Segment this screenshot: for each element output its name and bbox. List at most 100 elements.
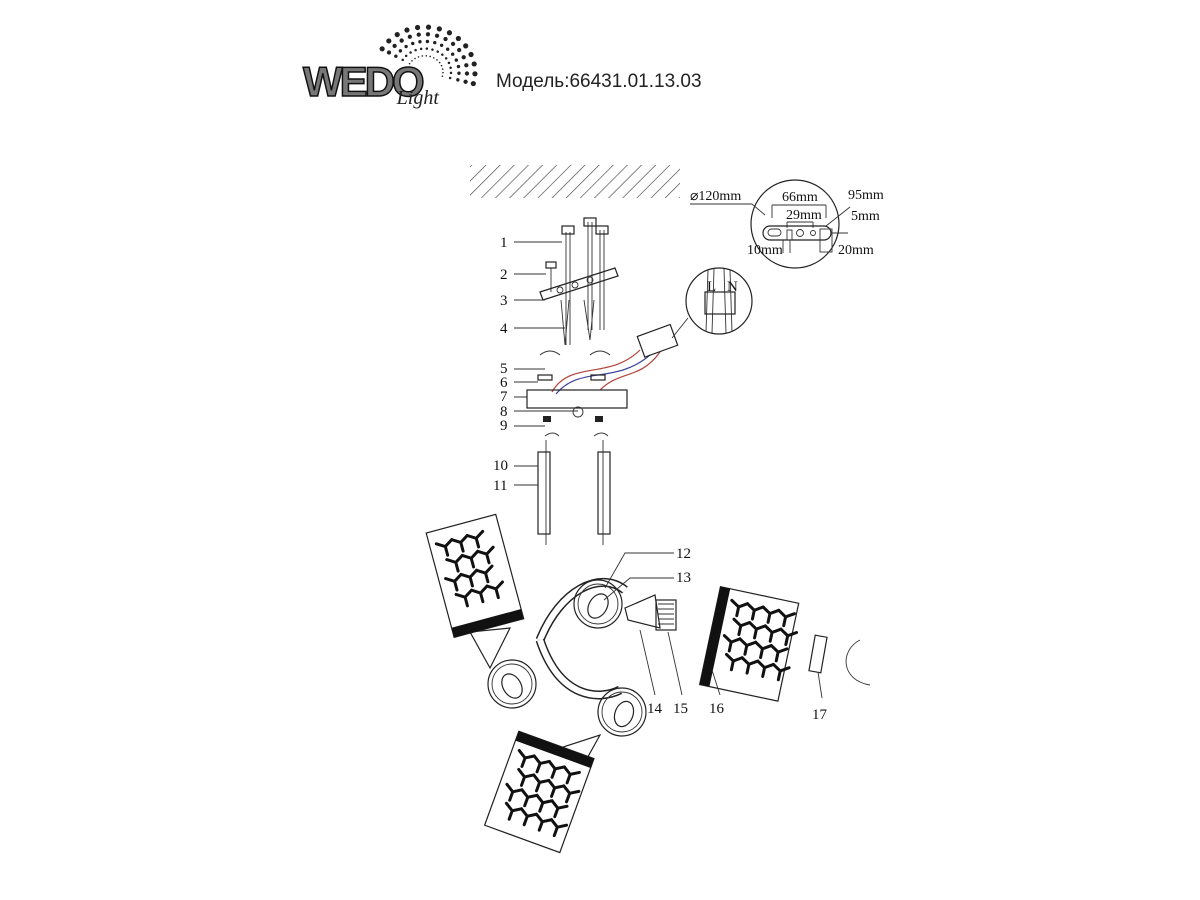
logo-dot <box>461 55 466 60</box>
dim-5: 5mm <box>851 209 880 224</box>
rotate-arrow-icon <box>845 639 871 686</box>
logo-dot <box>425 55 428 57</box>
shade-pattern-mark <box>557 784 581 807</box>
shade-pattern-mark <box>558 765 581 788</box>
shade-pattern-mark <box>515 807 538 829</box>
shade-pattern-mark <box>434 538 457 559</box>
part-label: 3 <box>500 293 508 309</box>
logo-dot <box>449 71 453 75</box>
shade-pattern-mark <box>476 545 499 567</box>
logo-dot <box>432 57 435 59</box>
logo-dot <box>421 55 424 57</box>
shade-pattern-mark <box>543 759 566 782</box>
glass-shade <box>425 513 525 639</box>
part-labels: 1 2 3 4 5 6 7 8 9 10 11 12 13 14 15 16 1… <box>493 235 828 723</box>
part-label: 1 <box>500 235 508 251</box>
logo-dot <box>468 51 474 58</box>
shade-pattern-mark <box>542 778 566 801</box>
shade-pattern-mark <box>776 627 799 648</box>
logo-dot <box>401 58 404 62</box>
logo-dot <box>419 47 423 51</box>
shade-pattern-mark <box>530 812 554 835</box>
logo-dot <box>456 78 460 82</box>
logo-dot <box>386 50 392 55</box>
bulb <box>808 634 828 674</box>
logo-dot <box>472 71 478 77</box>
shade-pattern-mark <box>460 549 483 571</box>
model-number: Модель:66431.01.13.03 <box>496 71 702 92</box>
part-label: 6 <box>500 375 508 391</box>
logo-dot <box>431 48 434 51</box>
logo-dot <box>398 49 403 53</box>
part-label: 9 <box>500 418 508 434</box>
logo-dot <box>411 60 413 62</box>
shade-pattern-mark <box>512 767 536 790</box>
logo-dot <box>434 33 440 38</box>
shade-pattern-mark <box>454 588 477 610</box>
shade-pattern-mark <box>729 617 752 638</box>
logo-dot <box>438 61 441 64</box>
logo-dot <box>436 26 442 32</box>
shade-pattern-mark <box>760 624 783 645</box>
wire-red <box>599 351 661 391</box>
part-label: 5 <box>500 361 508 377</box>
logo-dot <box>433 40 437 45</box>
shade-pattern-mark <box>727 598 749 619</box>
logo-dot <box>455 35 461 42</box>
shade-pattern-mark <box>769 662 791 683</box>
shade-pattern-mark <box>737 656 760 677</box>
logo-dot <box>446 30 453 36</box>
shade-pattern-mark <box>545 799 569 821</box>
part-label: 8 <box>500 404 508 420</box>
logo-dot <box>448 76 452 80</box>
shade-pattern-mark <box>751 640 773 661</box>
brand-name: WEDO Light <box>303 58 439 109</box>
dim-diameter: ⌀120mm <box>690 189 741 204</box>
shade-pattern-mark <box>470 584 493 606</box>
logo-dot <box>440 64 443 67</box>
logo-dot <box>409 51 412 54</box>
shade-pattern-mark <box>545 818 569 840</box>
shade-pattern-mark <box>735 637 758 658</box>
shade-pattern-mark <box>465 529 488 551</box>
logo-dot <box>429 55 431 58</box>
glass-shade <box>698 585 800 702</box>
dim-66: 66mm <box>782 190 818 205</box>
logo-dot <box>404 27 410 33</box>
logo-dot <box>425 24 432 30</box>
logo-dot <box>414 48 417 52</box>
dim-10: 10mm <box>747 243 783 258</box>
logo-dot <box>454 58 459 62</box>
logo-dot <box>470 80 476 87</box>
logo-dot <box>449 66 452 70</box>
part-label: 15 <box>673 701 688 717</box>
shade-pattern-mark <box>444 572 467 594</box>
logo-dot <box>457 71 461 75</box>
logo-dot <box>414 24 421 31</box>
logo-dot <box>457 47 462 53</box>
shade-pattern-mark <box>450 533 473 555</box>
logo-dot <box>463 79 468 84</box>
dim-29: 29mm <box>786 208 822 223</box>
lamp-frame <box>469 577 677 763</box>
logo-dot <box>394 31 400 38</box>
logo-dot <box>392 43 397 49</box>
shade-pattern-mark <box>527 754 551 777</box>
logo-dot <box>386 38 392 44</box>
part-label: 2 <box>500 267 508 283</box>
dim-20: 20mm <box>838 243 874 258</box>
mounting-bracket-detail: ⌀120mm 66mm 29mm 95mm 5mm 10mm 20mm <box>690 179 884 269</box>
logo-dot <box>450 41 456 47</box>
logo-dot <box>417 56 420 58</box>
logo-dot <box>445 47 450 51</box>
logo-dot <box>414 57 416 60</box>
part-label: 14 <box>647 701 663 717</box>
shade-pattern-mark <box>758 605 781 626</box>
logo-dot <box>436 59 438 61</box>
logo-dot <box>399 38 404 43</box>
logo-dot <box>425 39 430 44</box>
part-label: 4 <box>500 321 508 337</box>
shade-pattern-mark <box>500 801 523 824</box>
shade-pattern-mark <box>527 773 551 796</box>
